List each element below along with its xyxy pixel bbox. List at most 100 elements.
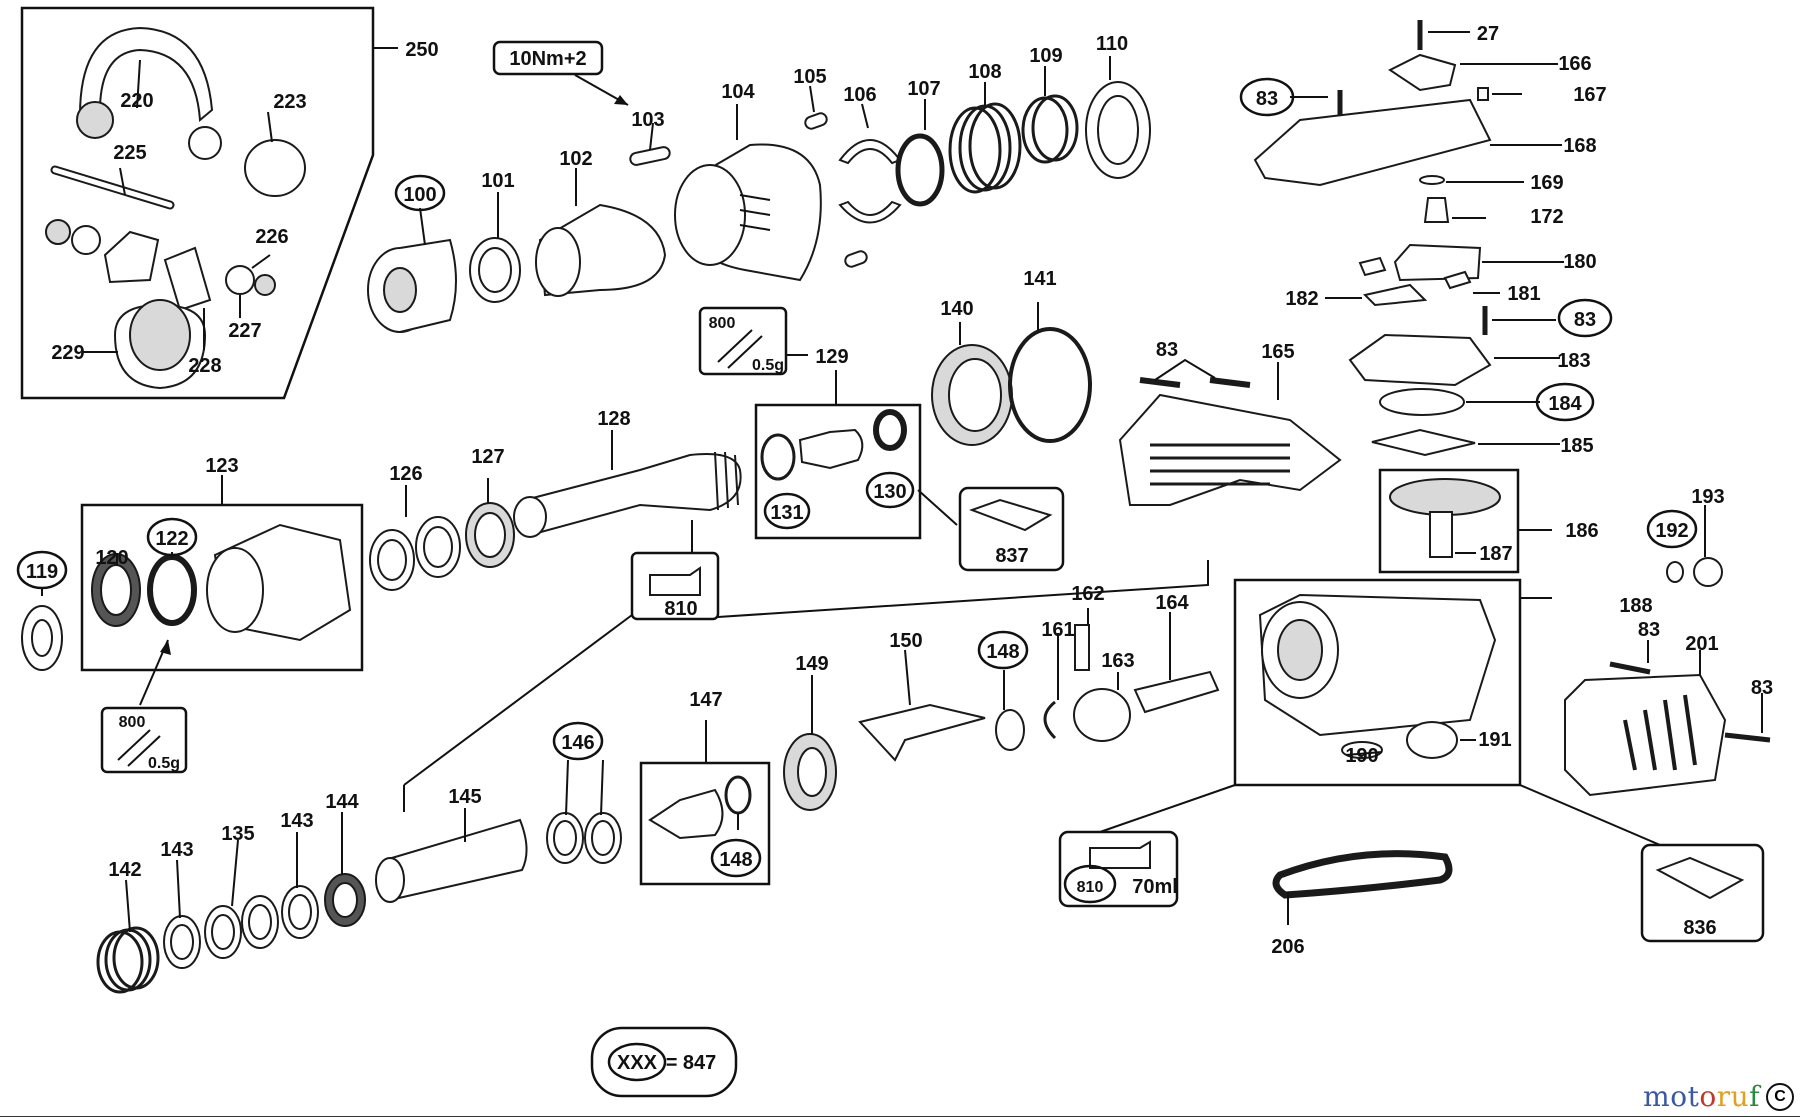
part-label: 192	[1655, 520, 1688, 542]
part-label: 100	[403, 184, 436, 206]
corner-mark: C	[1766, 1083, 1794, 1111]
part-label: 83	[1574, 309, 1596, 331]
part-label: 27	[1477, 23, 1499, 45]
part-label: 83	[1156, 339, 1178, 361]
legend-box	[590, 1026, 738, 1098]
part-label: 108	[968, 61, 1001, 83]
box-129	[754, 403, 922, 540]
part-label: 181	[1507, 283, 1540, 305]
part-label: 800	[119, 714, 146, 731]
part-label: XXX	[617, 1052, 658, 1074]
part-label: 810	[664, 598, 697, 620]
part-label: 201	[1685, 633, 1718, 655]
part-label: 161	[1041, 619, 1074, 641]
top-cover-168	[1253, 98, 1492, 187]
part-label: 110	[1096, 33, 1128, 55]
switch-166	[1388, 53, 1457, 92]
part-label: 83	[1751, 677, 1773, 699]
part-label: 149	[795, 653, 828, 675]
connecting-rod-164	[1133, 670, 1220, 714]
part-label: 143	[160, 839, 193, 861]
part-label: 193	[1691, 486, 1724, 508]
part-label: 227	[228, 320, 261, 342]
part-label: 164	[1155, 592, 1189, 614]
part-label: 107	[907, 78, 940, 100]
motor-housing-165	[1118, 393, 1342, 506]
part-label: 128	[597, 408, 630, 430]
part-label: 185	[1560, 435, 1593, 457]
part-label: 106	[843, 84, 876, 106]
part-label: 188	[1619, 595, 1652, 617]
part-label: 105	[793, 66, 826, 88]
grease-box-lower	[100, 706, 188, 774]
part-label: 119	[26, 561, 58, 583]
part-label: 167	[1573, 84, 1606, 106]
part-label: 168	[1563, 135, 1596, 157]
part-label: 130	[873, 481, 906, 503]
part-label: 120	[95, 547, 128, 569]
part-label: 0.5g	[752, 357, 784, 374]
spring-108	[948, 102, 1022, 194]
switch-180	[1393, 243, 1482, 282]
part-label: 83	[1638, 619, 1660, 641]
part-label: 226	[255, 226, 288, 248]
part-label: 109	[1029, 45, 1062, 67]
part-label: = 847	[666, 1052, 717, 1074]
part-label: 103	[631, 109, 664, 131]
part-label: 187	[1479, 543, 1512, 565]
part-label: 225	[113, 142, 146, 164]
part-label: 129	[815, 346, 848, 368]
part-label: 250	[405, 39, 438, 61]
belt-206	[1272, 850, 1453, 899]
torque-spec-box	[492, 40, 604, 76]
part-label: 10Nm+2	[509, 48, 586, 70]
part-label: 0.5g	[148, 755, 180, 772]
part-label: 836	[1683, 917, 1716, 939]
part-label: 70ml	[1132, 876, 1178, 898]
part-label: 220	[120, 90, 153, 112]
watermark: motoruf	[1643, 1080, 1760, 1113]
part-129	[798, 428, 864, 470]
gear-186	[1389, 478, 1501, 516]
part-label: 122	[155, 528, 188, 550]
part-label: 837	[995, 545, 1028, 567]
part-label: 186	[1565, 520, 1598, 542]
part-label: 141	[1023, 268, 1056, 290]
part-label: 172	[1530, 206, 1563, 228]
part-label: 800	[709, 315, 736, 332]
part-label: 169	[1530, 172, 1563, 194]
part-label: 184	[1548, 393, 1582, 415]
knob-part	[244, 139, 306, 197]
spindle-128	[523, 453, 742, 537]
part-label: 182	[1285, 288, 1318, 310]
part-label: 146	[561, 732, 594, 754]
part-label: 140	[940, 298, 973, 320]
part-label: 190	[1345, 745, 1378, 767]
part-label: 83	[1256, 88, 1278, 110]
part-label: 148	[719, 849, 752, 871]
kit-box-837	[958, 486, 1065, 572]
tube-145	[383, 818, 528, 902]
oil-box-810-center	[630, 551, 720, 621]
handle-kit-box	[20, 6, 375, 400]
part-label: 127	[471, 446, 504, 468]
ring-107	[895, 133, 945, 207]
part-label: 223	[273, 91, 306, 113]
kit-box-836	[1640, 843, 1765, 943]
part-label: 144	[325, 791, 359, 813]
box-188	[1233, 578, 1522, 787]
part-label: 165	[1261, 341, 1294, 363]
part-label: 229	[51, 342, 84, 364]
circlip-141	[1008, 327, 1092, 443]
plate-183	[1348, 333, 1492, 387]
part-label: 104	[721, 81, 755, 103]
part-label: 148	[986, 641, 1019, 663]
part-label: 101	[481, 170, 514, 192]
part-label: 163	[1101, 650, 1134, 672]
part-label: 206	[1271, 936, 1304, 958]
part-label: 131	[770, 502, 803, 524]
box-186	[1378, 468, 1520, 574]
